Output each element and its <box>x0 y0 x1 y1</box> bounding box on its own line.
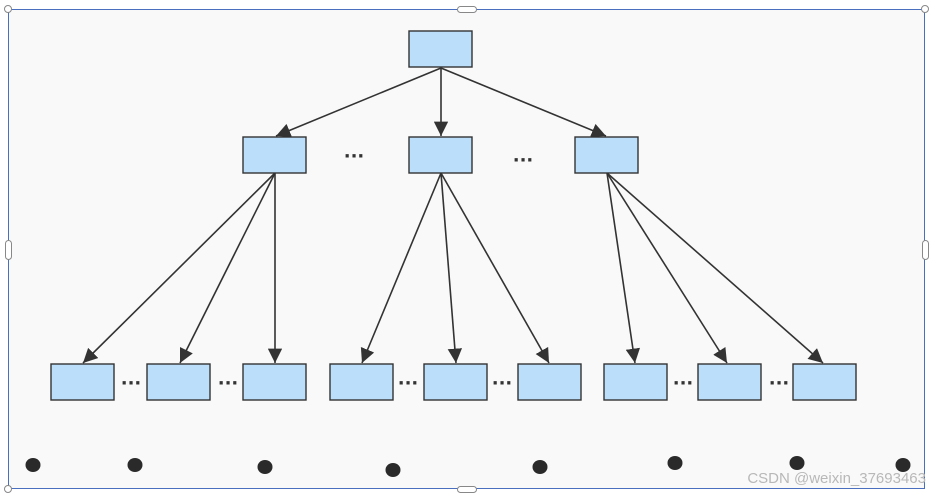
diagram-canvas <box>8 9 925 489</box>
node-leaf-3 <box>242 363 307 401</box>
node-leaf-4 <box>329 363 394 401</box>
ellipsis-leaf-8-9: ··· <box>769 373 790 394</box>
resize-handle-left[interactable] <box>5 240 12 260</box>
watermark-text: CSDN @weixin_37693463 <box>747 470 926 487</box>
node-leaf-7 <box>603 363 668 401</box>
bottom-dot-1 <box>25 458 41 472</box>
node-leaf-9 <box>792 363 857 401</box>
ellipsis-leaf-7-8: ··· <box>673 373 694 394</box>
edge-level1-right-to-leaf-9 <box>606 172 824 364</box>
edge-level1-middle-to-leaf-6 <box>440 172 550 364</box>
node-leaf-5 <box>423 363 488 401</box>
edge-level1-left-to-leaf-2 <box>179 172 276 364</box>
bottom-dot-7 <box>789 456 805 470</box>
bottom-dot-3 <box>257 460 273 474</box>
edge-level1-middle-to-leaf-5 <box>440 172 463 364</box>
resize-handle-top[interactable] <box>457 6 477 13</box>
node-leaf-8 <box>697 363 762 401</box>
bottom-dot-6 <box>667 456 683 470</box>
node-level1-left <box>242 136 307 174</box>
ellipsis-level1-a: ··· <box>344 146 365 167</box>
bottom-dot-4 <box>385 463 401 477</box>
edge-root-to-level1-left <box>275 67 442 138</box>
node-leaf-6 <box>517 363 582 401</box>
ellipsis-leaf-4-5: ··· <box>398 373 419 394</box>
ellipsis-leaf-5-6: ··· <box>492 373 513 394</box>
node-root <box>408 30 473 68</box>
edge-level1-right-to-leaf-8 <box>606 172 728 364</box>
resize-handle-top-left[interactable] <box>4 5 12 13</box>
resize-handle-top-right[interactable] <box>921 5 929 13</box>
edge-level1-left-to-leaf-1 <box>82 172 276 364</box>
bottom-dot-2 <box>127 458 143 472</box>
bottom-dot-8 <box>895 458 911 472</box>
node-leaf-1 <box>50 363 115 401</box>
resize-handle-right[interactable] <box>922 240 929 260</box>
ellipsis-level1-b: ··· <box>513 150 534 171</box>
ellipsis-leaf-1-2: ··· <box>121 373 142 394</box>
bottom-dot-5 <box>532 460 548 474</box>
node-leaf-2 <box>146 363 211 401</box>
edge-level1-right-to-leaf-7 <box>606 172 641 364</box>
ellipsis-leaf-2-3: ··· <box>218 373 239 394</box>
node-level1-middle <box>408 136 473 174</box>
node-level1-right <box>574 136 639 174</box>
edge-level1-middle-to-leaf-4 <box>360 172 442 364</box>
edge-root-to-level1-right <box>440 67 607 138</box>
